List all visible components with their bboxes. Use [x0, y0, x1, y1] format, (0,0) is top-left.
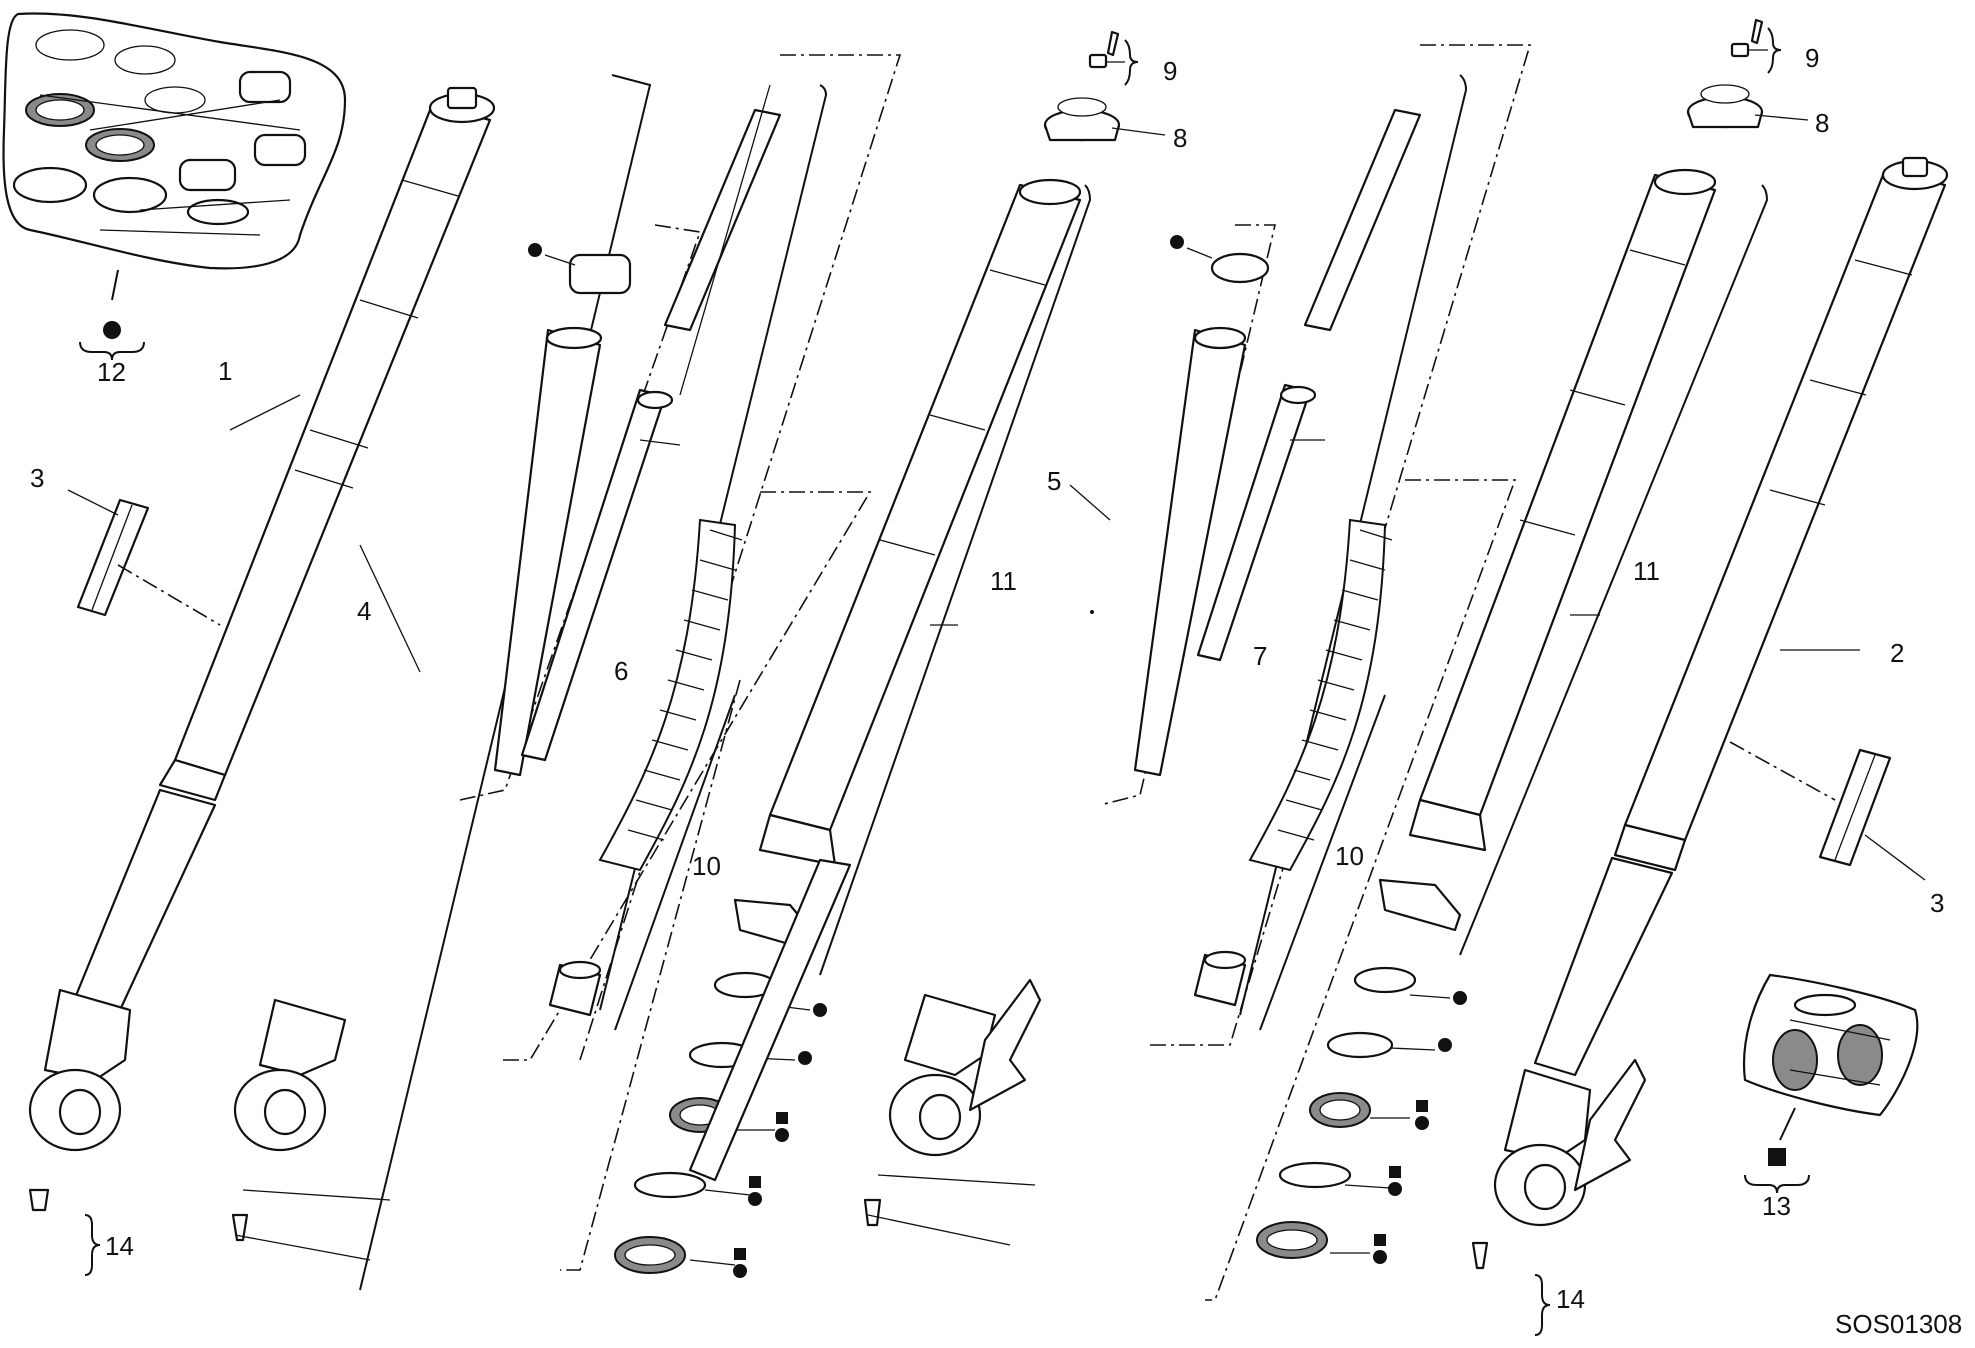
label-7: 7 — [1253, 641, 1267, 671]
label-10-right: 10 — [1335, 841, 1364, 871]
seal-kit-13-bag[interactable] — [1743, 973, 1919, 1117]
label-3-right: 3 — [1930, 888, 1944, 918]
damper-tube-6[interactable] — [493, 253, 632, 777]
fork-outer-tube-1[interactable] — [28, 86, 496, 1212]
label-10-left: 10 — [692, 851, 721, 881]
seal-stack-left[interactable] — [614, 898, 817, 1274]
label-14-right: 14 — [1556, 1284, 1585, 1314]
fork-spring-10-left[interactable] — [598, 518, 743, 872]
label-14-left: 14 — [105, 1231, 134, 1261]
label-4: 4 — [357, 596, 371, 626]
seal-kit-12-bag[interactable] — [2, 12, 347, 270]
spacer-10-left[interactable] — [548, 960, 602, 1017]
spacer-10-right[interactable] — [1193, 950, 1247, 1007]
fork-leg-4[interactable] — [231, 998, 347, 1242]
label-9-right: 9 — [1805, 43, 1819, 73]
label-2: 2 — [1890, 638, 1904, 668]
label-9-center: 9 — [1163, 56, 1177, 86]
label-8-center: 8 — [1173, 123, 1187, 153]
adjuster-screw-9-center[interactable] — [1088, 30, 1120, 69]
label-13: 13 — [1762, 1191, 1791, 1221]
fork-spring-10-right[interactable] — [1248, 518, 1393, 872]
kit-circle-icon — [528, 243, 542, 257]
label-3-left: 3 — [30, 463, 44, 493]
fork-leg-5[interactable] — [688, 858, 1042, 1227]
fork-outer-tube-11-right[interactable] — [1408, 168, 1717, 852]
drawing-code: SOS01308 — [1835, 1309, 1962, 1339]
label-5: 5 — [1047, 466, 1061, 496]
label-8-right: 8 — [1815, 108, 1829, 138]
fork-outer-tube-2[interactable] — [1471, 156, 1949, 1270]
fork-cap-8-right[interactable] — [1686, 84, 1764, 129]
label-6: 6 — [614, 656, 628, 686]
fork-outer-tube-11-center[interactable] — [758, 178, 1082, 867]
label-1: 1 — [218, 356, 232, 386]
slider-guard-3-left[interactable] — [76, 498, 150, 617]
seal-stack-right[interactable] — [1256, 878, 1462, 1259]
damper-tube-7[interactable] — [1133, 252, 1270, 777]
kit-12-circle-icon — [103, 321, 121, 339]
damper-rod-7[interactable] — [1196, 108, 1422, 662]
label-11-right: 11 — [1633, 556, 1660, 586]
kit-13-square-icon — [1768, 1148, 1786, 1166]
label-12: 12 — [97, 357, 126, 387]
label-11-center: 11 — [990, 566, 1017, 596]
fork-cap-8-center[interactable] — [1043, 97, 1121, 142]
slider-guard-3-right[interactable] — [1818, 748, 1892, 867]
damper-rod-6[interactable] — [520, 84, 782, 762]
